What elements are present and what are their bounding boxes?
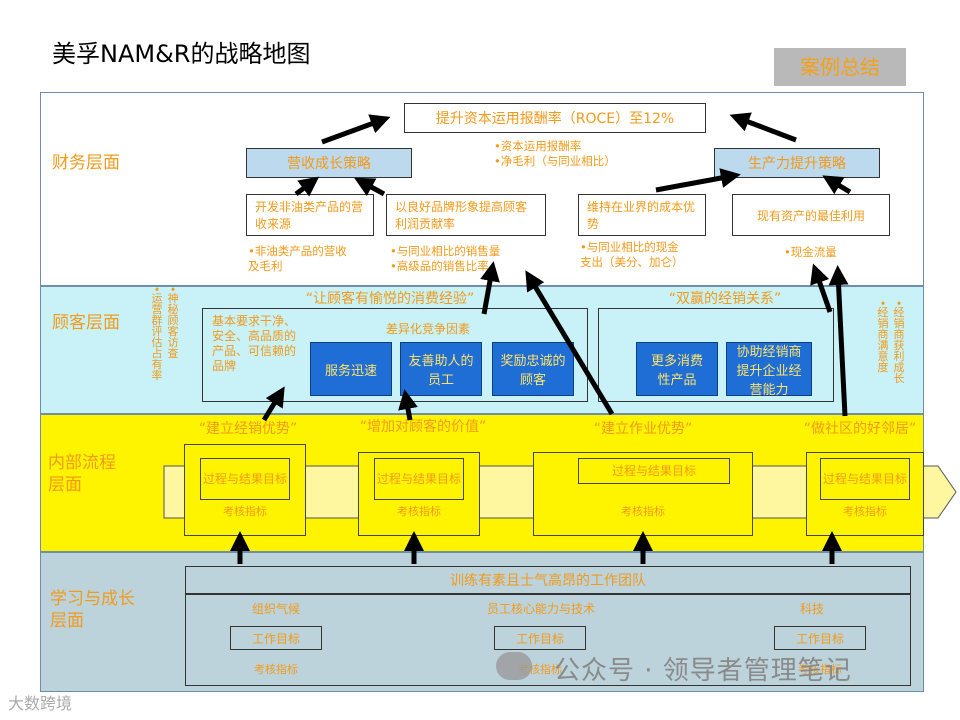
non-oil-revenue-box: 开发非油类产品的营收来源 <box>246 194 374 236</box>
brand-profit-note-2: •高级品的销售比率 <box>390 259 489 273</box>
brand-profit-box: 以良好品牌形象提高顾客利润贡献率 <box>386 194 546 236</box>
arrow-experience-to-brand <box>480 261 500 315</box>
basic-requirements-text: 基本要求干净、安全、高品质的产品、可信赖的品牌 <box>212 314 297 373</box>
revenue-growth-strategy-box: 营收成长策略 <box>246 148 412 178</box>
work-goal-2: 工作目标 <box>494 626 586 650</box>
roce-notes: •资本运用报酬率 •净毛利（与同业相比） <box>494 139 616 169</box>
good-neighbor-quote: “做社区的好邻居” <box>803 421 917 437</box>
work-goal-1: 工作目标 <box>230 626 322 650</box>
learning-layer-label-line1: 学习与成长 <box>50 589 135 609</box>
non-oil-note-1: •非油类产品的营收 <box>248 244 347 258</box>
internal-layer-label: 内部流程 层面 <box>48 452 116 496</box>
roce-note-2: •净毛利（与同业相比） <box>494 154 616 168</box>
process-block-3 <box>533 452 753 536</box>
process-metric-2: 考核指标 <box>397 505 441 518</box>
arrow-operational-to-brand <box>525 270 615 416</box>
arrow-neighbor-to-cashflow <box>828 265 849 417</box>
case-summary-badge[interactable]: 案例总结 <box>774 48 906 86</box>
work-team-box: 训练有素且士气高昂的工作团队 <box>185 566 911 594</box>
productivity-strategy-box: 生产力提升策略 <box>714 148 880 178</box>
arrow-nonoil-to-revenue <box>294 176 320 197</box>
brand-profit-notes: •与同业相比的销售量 •高级品的销售比率 <box>390 244 500 274</box>
cost-advantage-note-1: •与同业相比的现金 <box>580 240 679 254</box>
customer-experience-group <box>202 308 588 402</box>
account-watermark: 公众号 · 领导者管理笔记 <box>554 656 852 686</box>
customer-experience-quote: “让顾客有愉悦的消费经验” <box>305 291 475 307</box>
learning-metric-3: 考核指标 <box>798 663 842 676</box>
more-products-box: 更多消费性产品 <box>636 342 718 396</box>
wechat-icon <box>496 652 532 680</box>
win-win-quote: “双赢的经销关系” <box>668 291 782 307</box>
fast-service-box: 服务迅速 <box>310 342 392 396</box>
cost-advantage-notes: •与同业相比的现金 支出（美分、加仑） <box>580 240 684 270</box>
differentiation-label: 差异化竞争因素 <box>386 322 471 336</box>
arrow-brand-to-revenue <box>354 177 386 197</box>
learning-metric-1: 考核指标 <box>254 663 298 676</box>
dealer-support-box: 协助经销商提升企业经营能力 <box>726 342 812 398</box>
customer-value-quote: “增加对顾客的价值” <box>359 419 487 435</box>
technology-label: 科技 <box>799 602 824 616</box>
learning-layer-label: 学习与成长 层面 <box>50 588 135 632</box>
arrow-cost-to-productivity <box>655 168 741 193</box>
financial-layer-label: 财务层面 <box>52 153 120 173</box>
process-goal-1: 过程与结果目标 <box>200 458 290 500</box>
process-goal-3: 过程与结果目标 <box>578 458 730 484</box>
market-share-metric: •运营群评估占有率 <box>150 286 163 381</box>
non-oil-notes: •非油类产品的营收 及毛利 <box>248 244 347 274</box>
operational-advantage-quote: “建立作业优势” <box>593 421 693 437</box>
cost-advantage-box: 维持在业界的成本优势 <box>578 194 706 236</box>
process-metric-1: 考核指标 <box>223 505 267 518</box>
friendly-staff-box: 友善助人的员工 <box>400 342 482 396</box>
roce-note-1: •资本运用报酬率 <box>494 139 582 153</box>
roce-goal-box: 提升资本运用报酬率（ROCE）至12% <box>404 103 706 133</box>
learning-layer-label-line2: 层面 <box>50 611 84 631</box>
process-block-4 <box>806 452 924 536</box>
win-win-group <box>598 308 834 402</box>
brand-profit-note-1: •与同业相比的销售量 <box>390 244 501 258</box>
process-goal-4: 过程与结果目标 <box>820 458 910 500</box>
asset-utilization-box: 现有资产的最佳利用 <box>732 194 890 236</box>
source-watermark: 大数跨境 <box>8 694 73 713</box>
org-climate-label: 组织气候 <box>251 602 300 616</box>
internal-layer-label-line2: 层面 <box>48 475 82 495</box>
arrow-value-to-staff <box>398 389 418 421</box>
page-title: 美孚NAM&R的战略地图 <box>52 40 311 68</box>
work-goal-3: 工作目标 <box>774 626 866 650</box>
distribution-advantage-quote: “建立经销优势” <box>198 421 298 437</box>
arrow-asset-to-productivity <box>822 175 852 195</box>
loyalty-reward-box: 奖励忠诚的顾客 <box>492 342 574 396</box>
cost-advantage-note-2: 支出（美分、加仑） <box>580 255 684 269</box>
arrow-distribution-to-basic <box>261 386 285 422</box>
dealer-profit-metric: •经销商获利成长 <box>892 300 905 384</box>
process-block-2 <box>358 452 480 536</box>
core-competency-label: 员工核心能力与技术 <box>486 602 595 616</box>
customer-layer-label: 顾客层面 <box>52 313 120 333</box>
process-metric-4: 考核指标 <box>843 505 887 518</box>
asset-utilization-note-1: •现金流量 <box>784 245 837 259</box>
process-goal-2: 过程与结果目标 <box>374 458 464 500</box>
dealer-satisfaction-metric: •经销商满意度 <box>876 300 889 373</box>
arrow-productivity-to-roce <box>729 112 797 143</box>
asset-utilization-notes: •现金流量 <box>784 245 837 260</box>
process-metric-3: 考核指标 <box>621 505 665 518</box>
learning-columns-group <box>185 594 911 686</box>
non-oil-note-2: 及毛利 <box>248 259 283 273</box>
mystery-shopper-metric: •神秘顾客访查 <box>166 286 179 359</box>
internal-layer-label-line1: 内部流程 <box>48 453 116 473</box>
arrow-revenue-to-roce <box>321 114 391 145</box>
arrow-winwin-to-cashflow <box>810 263 833 313</box>
